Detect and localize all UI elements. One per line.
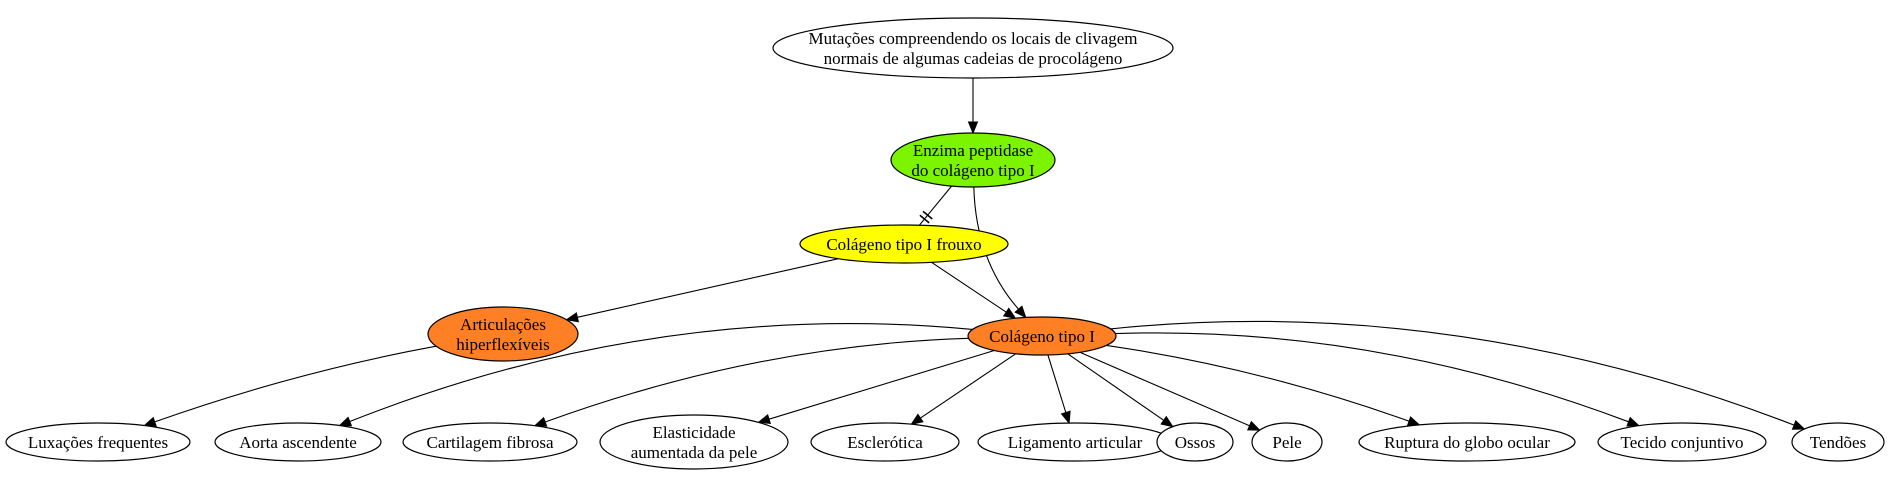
edge-line — [918, 185, 953, 226]
node-label-enzima-peptidase: Enzima peptidase — [913, 141, 1033, 160]
node-mutations: Mutações compreendendo os locais de cliv… — [772, 17, 1174, 79]
edge-type1-to-tecido — [1115, 332, 1641, 427]
edge-type1-to-cartilagem — [533, 337, 969, 427]
node-ligamento: Ligamento articular — [977, 422, 1173, 462]
node-type1: Colágeno tipo I — [967, 316, 1117, 356]
node-label-tendoes: Tendões — [1810, 433, 1866, 452]
arrowhead-icon — [1246, 420, 1261, 431]
node-ellipse — [1358, 422, 1576, 462]
node-ellipse — [427, 306, 579, 362]
inhibition-bar-icon — [922, 210, 933, 220]
node-label-ruptura-do-globo-ocular: Ruptura do globo ocular — [1384, 433, 1550, 452]
edge-loose-to-joints — [565, 258, 839, 323]
edge-line — [1079, 351, 1250, 427]
node-layer: Mutações compreendendo os locais de cliv… — [5, 17, 1885, 470]
node-label-ligamento-articular: Ligamento articular — [1008, 433, 1143, 452]
node-label-tecido-conjuntivo: Tecido conjuntivo — [1621, 433, 1744, 452]
node-esclerotica: Esclerótica — [810, 422, 960, 462]
node-label-cartilagem-fibrosa: Cartilagem fibrosa — [427, 433, 554, 452]
node-label-hiperflexiveis: hiperflexíveis — [456, 335, 549, 354]
edge-line — [1067, 353, 1165, 421]
node-label-esclerotica: Esclerótica — [847, 433, 923, 452]
node-ellipse — [402, 422, 578, 462]
node-ellipse — [1791, 422, 1885, 462]
node-label-luxacoes-frequentes: Luxações frequentes — [28, 433, 168, 452]
node-aorta: Aorta ascendente — [214, 422, 382, 462]
node-pele: Pele — [1251, 422, 1323, 462]
arrowhead-icon — [967, 121, 979, 135]
edge-layer — [143, 78, 1806, 431]
inhibition-bar-icon — [919, 214, 930, 224]
edge-line — [154, 345, 437, 423]
edge-type1-to-ossos — [1067, 353, 1174, 428]
edge-line — [545, 337, 969, 423]
edge-line — [577, 258, 839, 318]
arrowhead-icon — [1160, 415, 1174, 428]
edge-line — [1115, 332, 1629, 423]
edge-type1-to-elasticidade — [757, 349, 995, 425]
node-ellipse — [1156, 422, 1234, 462]
node-label-normais-de-algumas-cadeias-de-procolageno: normais de algumas cadeias de procolágen… — [824, 49, 1123, 68]
node-tendoes: Tendões — [1791, 422, 1885, 462]
edge-type1-to-ligamento — [1047, 354, 1071, 425]
node-ellipse — [5, 422, 191, 462]
edge-line — [1110, 320, 1795, 426]
node-label-pele: Pele — [1272, 433, 1301, 452]
node-tecido: Tecido conjuntivo — [1597, 422, 1767, 462]
arrowhead-icon — [1002, 307, 1017, 320]
node-ellipse — [1251, 422, 1323, 462]
arrowhead-icon — [910, 413, 924, 425]
edge-line — [1106, 344, 1410, 422]
edge-line — [768, 349, 995, 420]
node-label-ossos: Ossos — [1175, 433, 1216, 452]
arrowhead-icon — [565, 312, 580, 323]
edge-line — [1047, 354, 1067, 413]
edge-joints-to-luxacoes — [143, 345, 437, 427]
node-label-aumentada-da-pele: aumentada da pele — [631, 443, 758, 462]
node-ellipse — [599, 414, 789, 470]
node-cartilagem: Cartilagem fibrosa — [402, 422, 578, 462]
node-label-articulacoes: Articulações — [460, 315, 546, 334]
edge-peptidase-to-loose — [918, 185, 953, 226]
node-ellipse — [1597, 422, 1767, 462]
arrowhead-icon — [757, 413, 772, 425]
node-loose: Colágeno tipo I frouxo — [799, 224, 1009, 264]
node-ellipse — [890, 132, 1056, 188]
edge-type1-to-pele — [1079, 351, 1261, 431]
node-ruptura: Ruptura do globo ocular — [1358, 422, 1576, 462]
edge-type1-to-aorta — [338, 323, 973, 427]
edge-line — [920, 353, 1017, 419]
arrowhead-icon — [1060, 410, 1071, 425]
node-ellipse — [772, 17, 1174, 79]
node-label-aorta-ascendente: Aorta ascendente — [239, 433, 357, 452]
node-label-do-colageno-tipo-i: do colágeno tipo I — [911, 161, 1035, 180]
edge-loose-to-type1 — [931, 261, 1017, 320]
arrowhead-icon — [1406, 416, 1421, 427]
arrowhead-icon — [1791, 420, 1806, 430]
node-ossos: Ossos — [1156, 422, 1234, 462]
node-ellipse — [799, 224, 1009, 264]
node-luxacoes: Luxações frequentes — [5, 422, 191, 462]
arrowhead-icon — [143, 416, 157, 427]
node-ellipse — [214, 422, 382, 462]
edge-line — [349, 323, 973, 423]
node-ellipse — [967, 316, 1117, 356]
node-label-elasticidade: Elasticidade — [652, 423, 735, 442]
node-label-colageno-tipo-i: Colágeno tipo I — [989, 327, 1095, 346]
edge-mutations-to-peptidase — [967, 78, 979, 135]
arrowhead-icon — [1626, 416, 1641, 427]
node-label-colageno-tipo-i-frouxo: Colágeno tipo I frouxo — [826, 235, 981, 254]
edge-type1-to-tendoes — [1110, 320, 1806, 430]
edge-type1-to-esclerotica — [910, 353, 1017, 425]
node-label-mutacoes-compreendendo-os-locais-de-clivagem: Mutações compreendendo os locais de cliv… — [808, 29, 1137, 48]
edge-line — [931, 261, 1007, 313]
arrowhead-icon — [1014, 305, 1027, 319]
node-ellipse — [810, 422, 960, 462]
arrowhead-icon — [533, 416, 548, 427]
arrowhead-icon — [338, 416, 353, 427]
